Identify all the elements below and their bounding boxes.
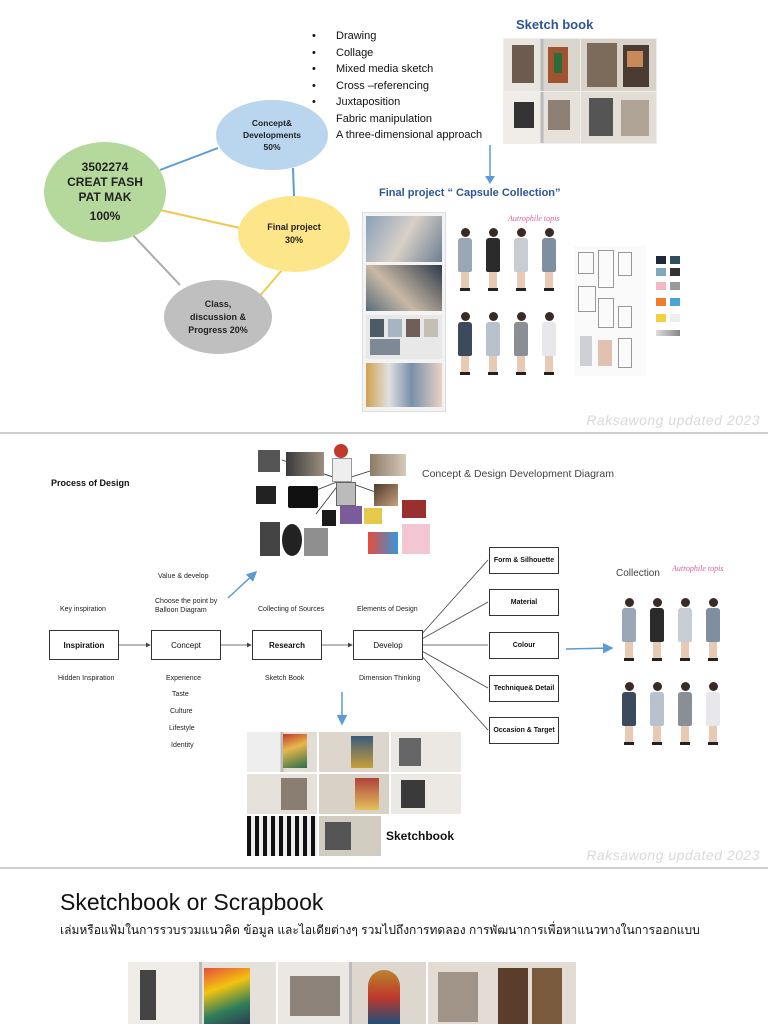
element-material: Material <box>489 589 559 616</box>
slide-footer: Raksawong updated 2023 <box>586 412 760 428</box>
fashion-figure <box>542 312 556 375</box>
stage-concept: Concept <box>151 630 221 660</box>
label-collecting-sources: Collecting of Sources <box>258 606 325 613</box>
fashion-figure <box>678 682 692 745</box>
technique-item: •Cross –referencing <box>312 79 429 92</box>
slide-process-of-design: Process of Design Concept & Design Devel… <box>0 434 768 867</box>
balloon-diagram <box>252 440 432 564</box>
fashion-figure <box>650 682 664 745</box>
fashion-figure <box>458 312 472 375</box>
fashion-figure <box>622 598 636 661</box>
process-title: Process of Design <box>51 478 130 488</box>
collection-brand-label: Autrophile topis <box>508 214 560 223</box>
slide-sketchbook-scrapbook: Sketchbook or Scrapbook เล่มหรือแฟ้มในกา… <box>0 869 768 1024</box>
scrapbook-photo <box>428 962 576 1024</box>
fashion-figure <box>486 312 500 375</box>
final-project-title: Final project “ Capsule Collection” <box>379 187 561 199</box>
fashion-figure <box>622 682 636 745</box>
slide-subtitle: เล่มหรือแฟ้มในการรวบรวมแนวคิด ข้อมูล และ… <box>60 923 700 937</box>
element-form-silhouette: Form & Silhouette <box>489 547 559 574</box>
sketchbook-photo <box>247 774 317 814</box>
sketchbook-photo <box>319 732 389 772</box>
color-swatches <box>652 252 686 362</box>
sketchbook-photo <box>319 816 381 856</box>
technique-item: •Drawing <box>312 30 377 42</box>
sketchbook-photo <box>504 92 580 143</box>
label-identity: Identity <box>171 742 194 749</box>
fashion-figure <box>650 598 664 661</box>
stage-inspiration: Inspiration <box>49 630 119 660</box>
concept-diagram-title: Concept & Design Development Diagram <box>422 468 615 480</box>
slide-course-overview: •Drawing •Collage •Mixed media sketch •C… <box>0 0 768 432</box>
label-key-inspiration: Key inspiration <box>60 606 106 613</box>
sketchbook-photo <box>247 732 317 772</box>
fashion-figure <box>486 228 500 291</box>
collection-brand-label: Autrophile topis <box>672 564 724 573</box>
technical-flats <box>574 246 646 376</box>
sketchbook-title: Sketch book <box>516 17 594 32</box>
label-dimension-thinking: Dimension Thinking <box>359 675 421 682</box>
sketchbook-photo <box>391 732 461 772</box>
technique-item: •Fabric manipulation <box>312 112 432 125</box>
element-occasion-target: Occasion & Target <box>489 717 559 744</box>
label-sketch-book: Sketch Book <box>265 675 305 682</box>
sketchbook-photo <box>391 774 461 814</box>
fashion-figure <box>706 598 720 661</box>
fashion-figure <box>458 228 472 291</box>
scrapbook-photo <box>128 962 276 1024</box>
technique-item: •Juxtaposition <box>312 96 401 108</box>
fashion-figure <box>678 598 692 661</box>
sketchbook-photo <box>581 92 656 143</box>
sketchbook-photos <box>503 38 657 144</box>
sketchbook-photo <box>504 39 580 91</box>
collection-lineup <box>618 582 736 748</box>
label-value-develop: Value & develop <box>158 573 209 580</box>
collection-lineup: Autrophile topis <box>454 212 572 410</box>
fashion-figure <box>542 228 556 291</box>
project-moodboard <box>362 212 446 412</box>
label-culture: Culture <box>170 708 193 715</box>
label-elements-design: Elements of Design <box>357 606 418 613</box>
sketchbook-grid: Sketchbook <box>247 732 463 858</box>
label-experience: Experience <box>166 675 202 682</box>
element-colour: Colour <box>489 632 559 659</box>
label-hidden-inspiration: Hidden Inspiration <box>58 675 115 682</box>
scrapbook-photos <box>128 962 576 1024</box>
slide-title: Sketchbook or Scrapbook <box>60 889 324 915</box>
label-taste: Taste <box>172 691 189 698</box>
fashion-figure <box>514 312 528 375</box>
sketchbook-photo <box>247 816 317 856</box>
slide-footer: Raksawong updated 2023 <box>586 847 760 863</box>
technique-item: •Collage <box>312 46 374 59</box>
flow-arrows <box>118 559 614 731</box>
element-technique-detail: Technique& Detail <box>489 675 559 702</box>
class-progress-bubble: Class,discussion &Progress 20% <box>164 280 272 354</box>
scrapbook-photo <box>278 962 426 1024</box>
sketchbook-label: Sketchbook <box>386 829 455 843</box>
technique-item: •Mixed media sketch <box>312 63 434 75</box>
bubble-connectors <box>129 145 495 299</box>
stage-develop: Develop <box>353 630 423 660</box>
technique-list: •Drawing •Collage •Mixed media sketch •C… <box>312 28 482 144</box>
collection-label: Collection <box>616 568 660 579</box>
technique-item: •A three-dimensional approach <box>312 129 483 141</box>
fashion-figure <box>514 228 528 291</box>
label-balloon-diagram: Choose the point by Balloon Diagram <box>155 598 218 614</box>
stage-research: Research <box>252 630 322 660</box>
sketchbook-photo <box>581 39 656 91</box>
sketchbook-photo <box>319 774 389 814</box>
label-lifestyle: Lifestyle <box>169 725 195 732</box>
fashion-figure <box>706 682 720 745</box>
